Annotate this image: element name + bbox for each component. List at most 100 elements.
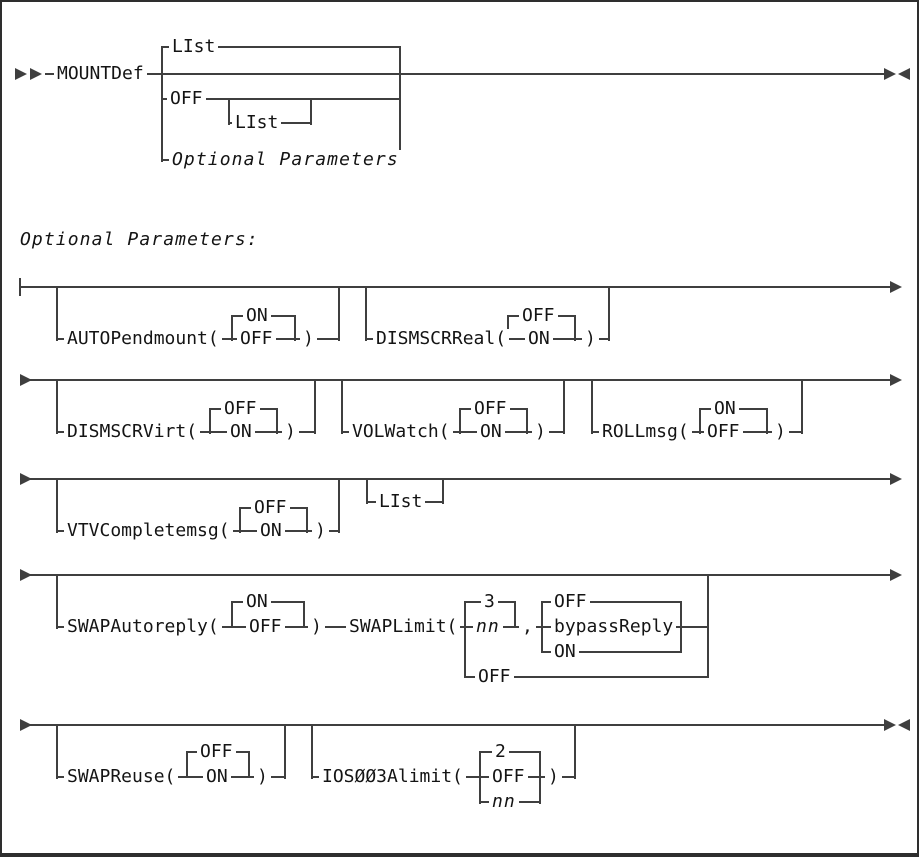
param-autopendmount-close: ) — [300, 329, 317, 349]
row-start-arrow-icon — [20, 569, 32, 581]
param-swapreuse-on: ON — [203, 767, 231, 787]
param-ios003alimit-close: ) — [545, 767, 562, 787]
end-arrow-right-icon — [884, 719, 896, 731]
rail-line — [514, 601, 516, 628]
param-swaplimit-reply-off: OFF — [551, 592, 590, 612]
rail-line — [248, 751, 250, 778]
param-swaplimit-label: SWAPLimit( — [346, 617, 461, 637]
param-swaplimit-count-off: OFF — [475, 667, 514, 687]
param-vtvcompletemsg-on: ON — [257, 521, 285, 541]
end-arrow-left-icon — [898, 68, 910, 80]
rail-line — [20, 286, 892, 288]
param-dismscrvirt-label: DISMSCRVirt( — [64, 422, 201, 442]
param-vtvcompletemsg-close: ) — [312, 521, 329, 541]
rail-line — [442, 478, 444, 504]
rail-line — [338, 478, 340, 533]
param-rollmsg-close: ) — [772, 422, 789, 442]
rail-line — [20, 574, 892, 576]
end-arrow-left-icon — [898, 719, 910, 731]
param-vtvcompletemsg-label: VTVCompletemsg( — [64, 521, 233, 541]
row-continue-arrow-icon — [890, 281, 902, 293]
rail-line — [20, 478, 892, 480]
rail-line — [563, 379, 565, 434]
param-ios003alimit-label: IOSØØ3Alimit( — [319, 767, 466, 787]
rail-line — [539, 751, 541, 804]
rail-line — [306, 507, 308, 533]
param-dismscrvirt-off: OFF — [221, 399, 260, 419]
option-list-default: LIst — [169, 37, 219, 57]
rail-line — [276, 408, 278, 434]
param-dismscrreal-close: ) — [582, 329, 599, 349]
keyword-mountdef: MOUNTDef — [54, 64, 147, 84]
param-rollmsg-on: ON — [711, 399, 739, 419]
start-arrow-icon — [15, 68, 27, 80]
rail-line — [591, 379, 593, 434]
rail-line — [284, 724, 286, 779]
option-off-list: LIst — [232, 113, 282, 133]
row-start-arrow-icon — [20, 473, 32, 485]
param-vtvcompletemsg-off: OFF — [251, 498, 290, 518]
rail-line — [342, 431, 564, 433]
rail-line — [365, 286, 367, 341]
rail-line — [311, 724, 313, 779]
rail-line — [399, 46, 401, 162]
rail-line — [459, 408, 461, 434]
row-continue-arrow-icon — [890, 569, 902, 581]
param-ios003alimit-default: 2 — [492, 742, 509, 762]
param-ios003alimit-off: OFF — [489, 767, 528, 787]
rail-line — [338, 286, 340, 341]
rail-line — [228, 98, 230, 125]
rail-line — [801, 379, 803, 434]
param-swapautoreply-off: OFF — [246, 617, 285, 637]
param-autopendmount-label: AUTOPendmount( — [64, 329, 222, 349]
rail-line — [161, 46, 163, 162]
rail-line — [209, 408, 211, 434]
rail-line — [479, 751, 481, 804]
param-dismscrreal-label: DISMSCRReal( — [373, 329, 510, 349]
rail-line — [592, 431, 802, 433]
rail-line — [239, 507, 241, 533]
optional-parameters-ref: Optional Parameters — [169, 150, 402, 170]
rail-line — [542, 651, 681, 653]
rail-line — [366, 478, 368, 504]
section-heading: Optional Parameters: — [17, 230, 262, 250]
rail-line — [707, 574, 709, 678]
rail-line — [480, 751, 540, 753]
rail-line — [507, 315, 509, 341]
rail-line — [465, 676, 708, 678]
rail-line — [310, 98, 312, 125]
rail-line — [56, 379, 58, 434]
rail-line — [45, 73, 886, 75]
rail-line — [314, 379, 316, 434]
param-swaplimit-comma: , — [519, 617, 536, 637]
row-continue-arrow-icon — [890, 473, 902, 485]
rail-line — [56, 724, 58, 779]
param-swapautoreply-label: SWAPAutoreply( — [64, 617, 222, 637]
rail-line — [574, 315, 576, 341]
rail-line — [162, 98, 400, 100]
param-swapreuse-off: OFF — [197, 742, 236, 762]
param-swapreuse-close: ) — [254, 767, 271, 787]
param-swapreuse-label: SWAPReuse( — [64, 767, 179, 787]
param-swaplimit-reply-bypass: bypassReply — [551, 617, 677, 637]
rail-line — [464, 601, 466, 678]
param-dismscrvirt-close: ) — [282, 422, 299, 442]
param-rollmsg-label: ROLLmsg( — [599, 422, 692, 442]
param-swaplimit-reply-on: ON — [551, 642, 579, 662]
param-ios003alimit-nn: nn — [489, 792, 519, 812]
param-volwatch-on: ON — [477, 422, 505, 442]
param-dismscrreal-off: OFF — [519, 306, 558, 326]
param-volwatch-off: OFF — [471, 399, 510, 419]
rail-line — [20, 379, 892, 381]
rail-line — [541, 601, 543, 653]
rail-line — [186, 751, 188, 778]
param-dismscrreal-on: ON — [525, 329, 553, 349]
rail-line — [699, 408, 701, 434]
rail-line — [56, 574, 58, 629]
rail-line — [162, 46, 400, 48]
rail-line — [341, 379, 343, 434]
option-off: OFF — [167, 89, 206, 109]
row-start-arrow-icon — [20, 719, 32, 731]
rail-line — [56, 478, 58, 533]
